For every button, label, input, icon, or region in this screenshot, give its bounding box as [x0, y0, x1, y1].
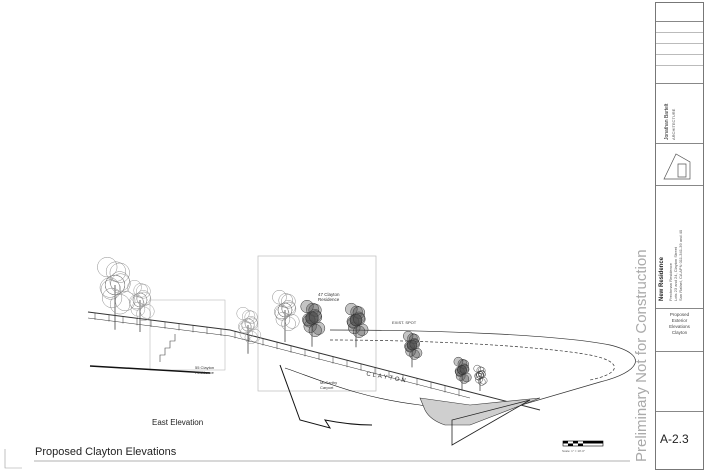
retaining-wall: [451, 399, 531, 446]
grade-line: [89, 364, 471, 429]
tree: [236, 306, 262, 354]
sheet-info: A-2.3: [656, 411, 703, 469]
tree: [345, 302, 369, 348]
tree: [402, 330, 423, 368]
architect-block: Jonathan Bartelt ARCHITECTURE: [656, 83, 703, 143]
tree: [97, 257, 136, 330]
project-title: New Residence: [659, 256, 665, 301]
tree: [272, 289, 300, 342]
corner-mark: [4, 449, 22, 469]
description-line: Proposed: [669, 312, 690, 317]
sheet-title: Proposed Clayton Elevations: [35, 446, 177, 458]
architect-logo: [656, 143, 703, 183]
tree: [453, 356, 472, 391]
stair: [159, 334, 176, 362]
architect-sub: ARCHITECTURE: [671, 108, 676, 140]
project-info: New Residence Frechman Residence Lots 23…: [656, 185, 703, 305]
tree: [300, 299, 326, 347]
description-line: Elevations: [669, 324, 690, 329]
architect-name: Jonathan Bartelt: [664, 103, 670, 140]
description-line: Exterior: [671, 318, 688, 323]
project-line: San Rafael, CA APN 011-341-39 and 40: [678, 229, 683, 301]
scale-bar: [562, 440, 604, 447]
sheet-number: A-2.3: [660, 432, 689, 446]
road: [329, 329, 636, 421]
title-block: Jonathan Bartelt ARCHITECTURE New Reside…: [655, 2, 704, 470]
tree: [473, 364, 488, 391]
description-line: Clayton: [671, 330, 688, 335]
carport-label: McCarthy Carport: [320, 380, 338, 390]
watermark: Preliminary Not for Construction: [633, 249, 650, 462]
fence: [87, 311, 541, 411]
left-residence-outline: [149, 299, 226, 371]
sheet-description: Proposed Exterior Elevations Clayton: [656, 308, 703, 348]
scale-label: Scale: 1" = 10'-0": [562, 449, 585, 453]
left-residence-label: 55 Clayton Residence: [195, 365, 215, 375]
neighbor-residence-label: 47 Clayton Residence: [318, 292, 340, 302]
tree: [127, 279, 155, 332]
revision-table: [656, 21, 703, 81]
spot-label: EXIST. SPOT: [392, 320, 417, 325]
view-label: East Elevation: [152, 418, 204, 427]
